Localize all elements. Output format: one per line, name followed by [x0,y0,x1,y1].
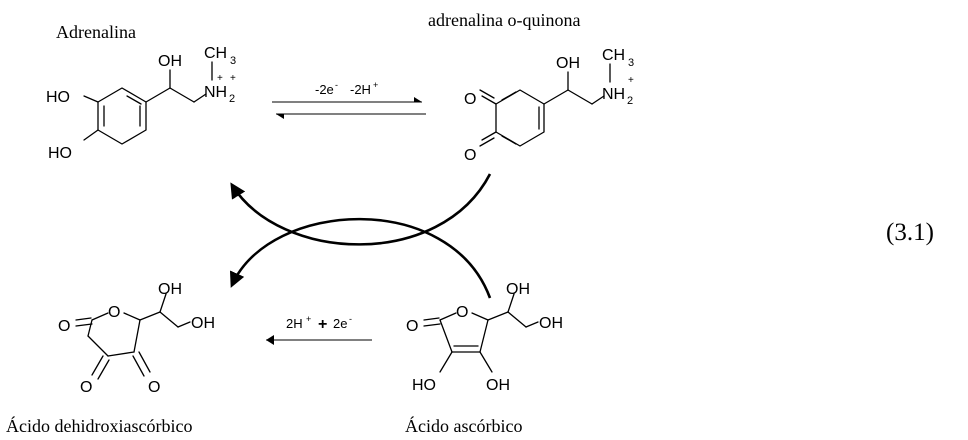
svg-text:2: 2 [229,93,235,105]
label-adrenaline: Adrenalina [56,22,136,42]
svg-text:+: + [628,75,634,86]
label-dehydroascorbic: Ácido dehidroxiascórbico [6,415,192,436]
top-electrons: -2e [315,82,334,97]
svg-text:HO: HO [412,377,436,394]
bottom-arrow: 2H + + 2e - [266,314,372,345]
bottom-plus: + [318,316,327,333]
svg-text:-: - [349,314,352,324]
quinone-structure: O O OH CH 3 NH 2 + [464,47,634,164]
svg-text:NH: NH [602,86,625,103]
svg-text:+: + [230,73,236,84]
top-equilibrium-arrows: -2e - -2H + [272,80,426,119]
svg-text:OH: OH [486,377,510,394]
svg-text:O: O [464,147,476,164]
svg-text:OH: OH [158,281,182,298]
coupled-curved-arrows [229,173,492,299]
upper-curved-arrow [230,173,492,246]
label-ascorbic: Ácido ascórbico [405,415,522,436]
dehydroascorbic-structure: O O O O OH OH [58,281,215,396]
bottom-protons: 2H [286,316,303,331]
svg-text:NH: NH [204,84,227,101]
svg-text:O: O [80,379,92,396]
svg-text:O: O [464,91,476,108]
svg-text:O: O [58,318,70,335]
svg-text:+: + [306,314,311,324]
svg-text:O: O [108,304,120,321]
svg-text:O: O [456,304,468,321]
ascorbic-structure: O O HO OH OH OH [406,281,563,394]
svg-text:OH: OH [158,53,182,70]
svg-text:HO: HO [46,89,70,106]
equation-number: (3.1) [886,219,934,246]
svg-text:O: O [406,318,418,335]
top-protons: -2H [350,82,371,97]
svg-text:+: + [217,73,223,84]
svg-text:2: 2 [627,95,633,107]
svg-text:3: 3 [628,57,634,69]
bottom-electrons: 2e [333,316,347,331]
svg-text:-: - [335,80,338,90]
lower-curved-arrow [229,217,492,299]
label-quinone: adrenalina o-quinona [428,10,580,30]
svg-text:OH: OH [539,315,563,332]
svg-text:OH: OH [556,55,580,72]
adrenaline-structure: HO HO OH CH 3 NH 2 + + [46,45,236,162]
svg-text:CH: CH [602,47,625,64]
svg-text:O: O [148,379,160,396]
svg-text:HO: HO [48,145,72,162]
svg-text:+: + [373,80,378,90]
svg-text:3: 3 [230,55,236,67]
svg-text:OH: OH [191,315,215,332]
svg-text:CH: CH [204,45,227,62]
svg-text:OH: OH [506,281,530,298]
